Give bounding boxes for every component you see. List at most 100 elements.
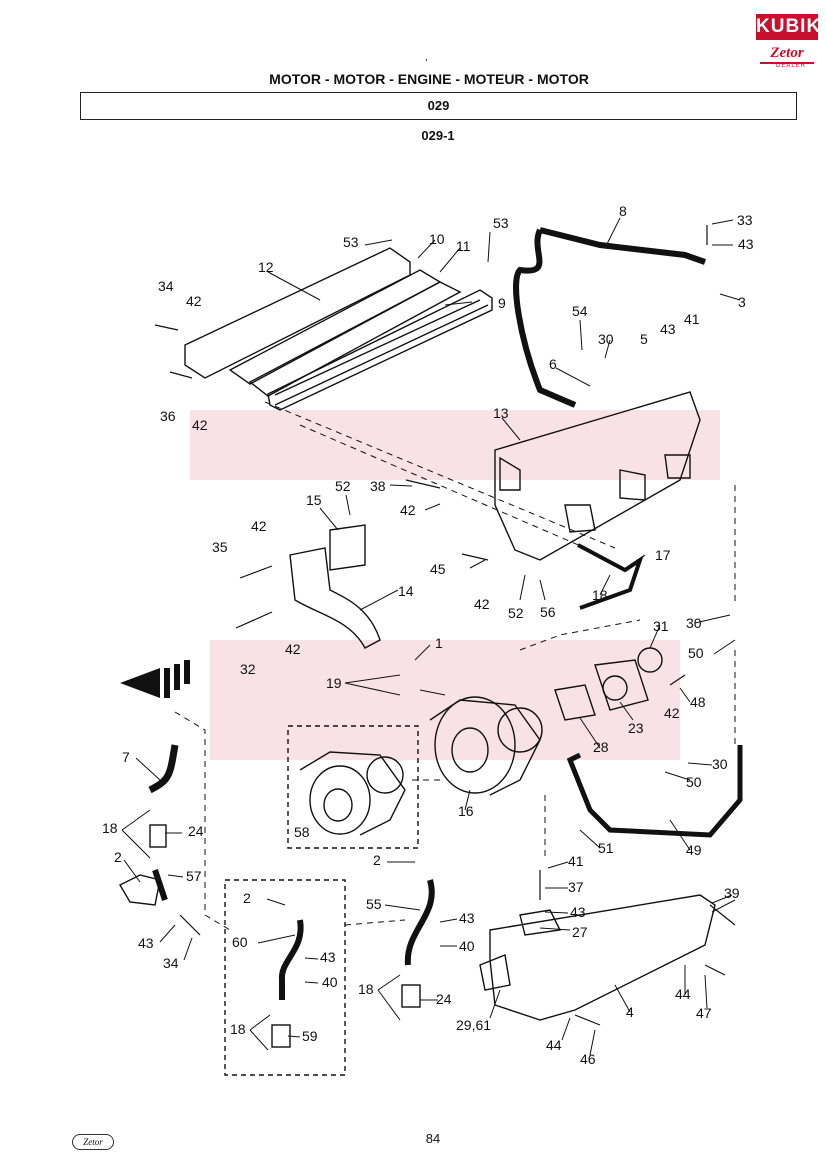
callout-18d: 18 [230,1021,246,1037]
callout-42d: 42 [251,518,267,534]
section-box: 029 [80,92,797,120]
callout-45: 45 [430,561,446,577]
callout-43c: 43 [138,935,154,951]
callout-13: 13 [493,405,509,421]
callout-43e: 43 [459,910,475,926]
callout-50b: 50 [686,774,702,790]
callout-48: 48 [690,694,706,710]
callout-28: 28 [593,739,609,755]
callout-11: 11 [456,238,471,254]
exhaust-manifold-13 [494,391,701,561]
callout-18c: 18 [358,981,374,997]
callout-52a: 52 [335,478,351,494]
callout-27: 27 [572,924,588,940]
callout-3: 3 [738,294,746,310]
callout-18b: 18 [102,820,118,836]
brand-sub: Zetor [760,44,814,64]
pipe-14 [289,547,381,649]
callout-6: 6 [549,356,557,372]
callout-47: 47 [696,1005,712,1021]
callout-5: 5 [640,331,648,347]
callout-36: 36 [160,408,176,424]
callout-59: 59 [302,1028,318,1044]
callout-8: 8 [619,203,627,219]
callout-35: 35 [212,539,228,555]
callout-33: 33 [737,212,753,228]
callout-40b: 40 [459,938,475,954]
callout-55: 55 [366,896,382,912]
callout-38: 38 [370,478,386,494]
callout-40a: 40 [322,974,338,990]
footer-logo: Zetor [72,1134,114,1150]
callout-30a: 30 [598,331,614,347]
callout-42a: 42 [186,293,202,309]
callout-51: 51 [598,840,614,856]
callout-43d: 43 [320,949,336,965]
callout-9: 9 [498,295,506,311]
page-number: 84 [425,1131,441,1146]
callout-10: 10 [429,231,445,247]
exhaust-manifold-4 [489,894,716,1021]
pipe-8 [513,228,577,408]
callout-31: 31 [653,618,669,634]
callout-39: 39 [724,885,740,901]
callout-37: 37 [568,879,584,895]
callout-49: 49 [686,842,702,858]
direction-arrow [120,660,190,698]
callout-41b: 41 [568,853,584,869]
pipe-49 [566,745,743,838]
page-title: MOTOR - MOTOR - ENGINE - MOTEUR - MOTOR [269,71,589,87]
figure-code: 029-1 [421,128,455,143]
callout-1: 1 [435,635,443,651]
callout-16: 16 [458,803,474,819]
callout-60: 60 [232,934,248,950]
turbocharger-16 [429,696,543,796]
callout-7: 7 [122,749,130,765]
brand-dealer: DEALER [776,63,807,69]
callout-41a: 41 [684,311,700,327]
callout-12: 12 [258,259,274,275]
callout-30c: 30 [712,756,728,772]
callout-labels: 1 2 2 2 3 4 5 6 7 8 9 10 11 12 13 14 15 … [102,203,754,1067]
callout-44a: 44 [675,986,691,1002]
leader-lines [121,217,741,1056]
section-code: 029 [427,98,450,113]
turbocharger-58 [299,751,406,836]
callout-52b: 52 [508,605,524,621]
callout-53a: 53 [343,234,359,250]
callout-2a: 2 [373,852,381,868]
callout-43f: 43 [570,904,586,920]
callout-43b: 43 [660,321,676,337]
callout-54: 54 [572,303,588,319]
parts-diagram: 1 2 2 2 3 4 5 6 7 8 9 10 11 12 13 14 15 … [102,203,754,1076]
callout-14: 14 [398,583,414,599]
callout-24b: 24 [436,991,452,1007]
callout-43a: 43 [738,236,754,252]
callout-42f: 42 [285,641,301,657]
callout-23: 23 [628,720,644,736]
header-mark: , [425,52,428,63]
callout-34b: 34 [163,955,179,971]
callout-56: 56 [540,604,556,620]
callout-18a: 18 [592,587,608,603]
callout-42e: 42 [474,596,490,612]
callout-17: 17 [655,547,671,563]
callout-50a: 50 [688,645,704,661]
callout-58: 58 [294,824,310,840]
callout-2c: 2 [243,890,251,906]
callout-24a: 24 [188,823,204,839]
callout-44b: 44 [546,1037,562,1053]
callout-4: 4 [626,1004,634,1020]
callout-57: 57 [186,868,202,884]
callout-19: 19 [326,675,342,691]
callout-42g: 42 [664,705,680,721]
callout-46: 46 [580,1051,596,1067]
callout-34a: 34 [158,278,174,294]
callout-53b: 53 [493,215,509,231]
intake-manifold-stack [184,247,493,411]
watermark [190,410,720,760]
callout-32: 32 [240,661,256,677]
callout-30b: 30 [686,615,702,631]
callout-2b: 2 [114,849,122,865]
callout-15: 15 [306,492,322,508]
